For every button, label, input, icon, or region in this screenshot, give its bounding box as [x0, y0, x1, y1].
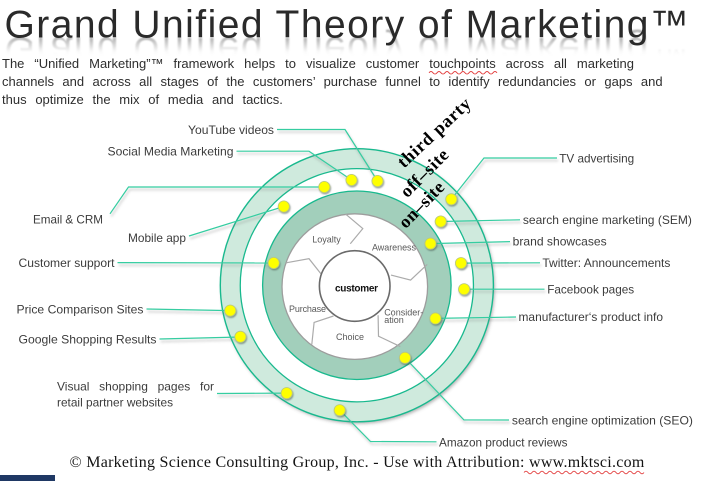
svg-text:brand showcases: brand showcases: [513, 235, 607, 249]
svg-text:Google Shopping Results: Google Shopping Results: [19, 332, 157, 346]
svg-text:customer: customer: [335, 283, 378, 294]
svg-text:© Marketing Science Consulting: © Marketing Science Consulting Group, In…: [70, 454, 645, 471]
svg-text:TV advertising: TV advertising: [559, 151, 634, 165]
svg-text:Customer support: Customer support: [19, 256, 116, 270]
svg-text:search engine optimization (SE: search engine optimization (SEO): [512, 413, 693, 427]
svg-text:Social Media Marketing: Social Media Marketing: [108, 144, 234, 158]
svg-text:channels and across all stages: channels and across all stages of the cu…: [2, 74, 663, 89]
svg-text:Loyalty: Loyalty: [312, 235, 341, 245]
svg-text:Email & CRM: Email & CRM: [33, 213, 103, 227]
svg-text:ation: ation: [384, 315, 404, 325]
svg-text:Grand Unified Theory of Market: Grand Unified Theory of Marketing™: [5, 29, 691, 72]
svg-text:Grand Unified Theory of Market: Grand Unified Theory of Marketing™: [5, 3, 691, 46]
svg-text:Consider-: Consider-: [384, 307, 423, 317]
svg-text:The “Unified Marketing”™ frame: The “Unified Marketing”™ framework helps…: [2, 56, 634, 71]
svg-text:Amazon product reviews: Amazon product reviews: [439, 435, 568, 449]
svg-text:YouTube videos: YouTube videos: [188, 123, 274, 137]
svg-text:Price Comparison Sites: Price Comparison Sites: [17, 302, 144, 316]
svg-text:manufacturer‘s product info: manufacturer‘s product info: [519, 310, 664, 324]
svg-text:Choice: Choice: [336, 332, 364, 342]
svg-text:thus optimize the mix of media: thus optimize the mix of media and tacti…: [2, 92, 283, 107]
svg-text:search engine marketing (SEM): search engine marketing (SEM): [523, 213, 692, 227]
svg-text:Purchase: Purchase: [289, 304, 326, 314]
svg-text:retail partner websites: retail partner websites: [57, 395, 173, 409]
svg-text:Awareness: Awareness: [372, 243, 417, 253]
svg-text:Visual shopping pages for: Visual shopping pages for: [57, 379, 214, 393]
svg-text:Twitter: Announcements: Twitter: Announcements: [542, 256, 670, 270]
svg-text:Facebook pages: Facebook pages: [547, 283, 634, 297]
svg-text:Mobile app: Mobile app: [128, 231, 186, 245]
